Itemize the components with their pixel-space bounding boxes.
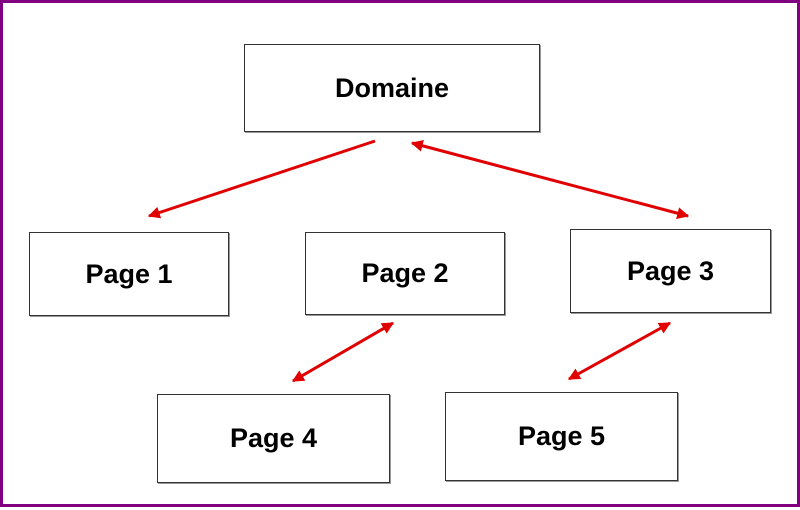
node-page-3: Page 3: [570, 229, 771, 313]
node-label: Domaine: [334, 72, 450, 103]
node-label: Page 4: [229, 423, 318, 453]
node-label: Page 5: [517, 421, 606, 451]
arrow-page-3-page-5: [567, 321, 672, 381]
node-page-1: Page 1: [29, 232, 229, 316]
node-page-5: Page 5: [445, 392, 678, 481]
arrow-domaine-page-3: [410, 139, 690, 220]
arrow-page-2-page-4: [291, 321, 395, 383]
node-label: Page 2: [361, 258, 449, 288]
node-label: Page 1: [85, 258, 173, 289]
arrow-domaine-to-page-1: [147, 139, 376, 219]
node-label: Page 3: [626, 255, 715, 286]
node-domaine: Domaine: [244, 44, 540, 132]
node-page-2: Page 2: [305, 232, 505, 315]
node-page-4: Page 4: [157, 394, 390, 483]
